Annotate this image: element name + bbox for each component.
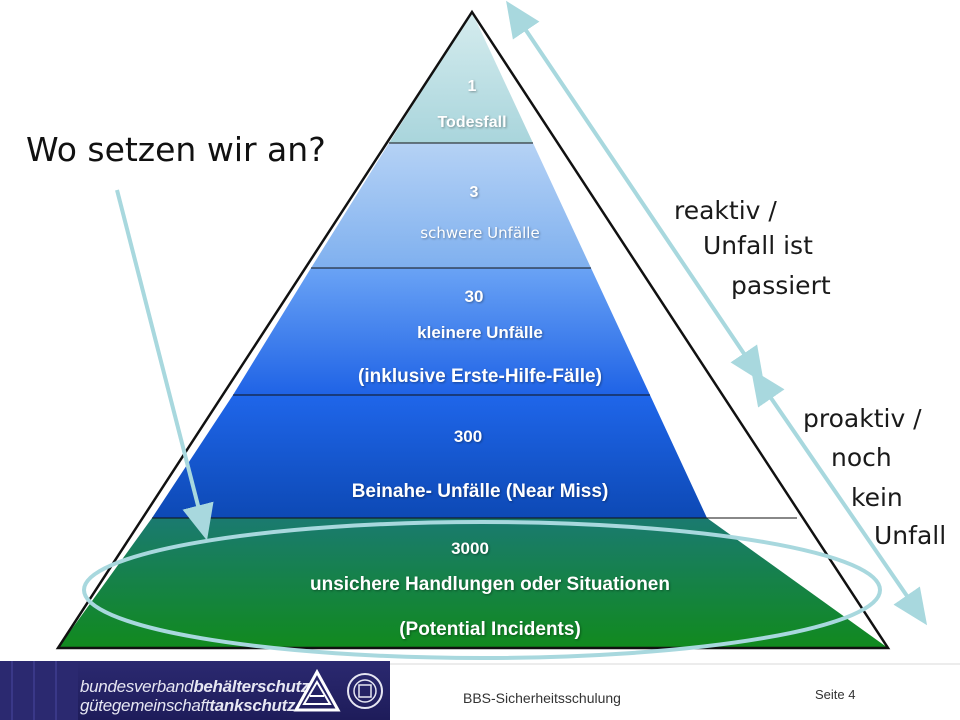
- level-2-label: schwere Unfälle: [420, 224, 540, 242]
- proactive-line-1: proaktiv /: [803, 404, 922, 433]
- question-text: Wo setzen wir an?: [26, 130, 326, 169]
- proactive-double-arrow: [750, 368, 928, 626]
- footer-title: BBS-Sicherheitsschulung: [463, 690, 621, 706]
- logo-line-2: gütegemeinschafttankschutz: [80, 696, 296, 715]
- logo-line-1: bundesverbandbehälterschutz: [80, 677, 310, 696]
- level-3-label: kleinere Unfälle: [417, 323, 543, 342]
- logo-seal-emblem: [347, 673, 383, 709]
- pyramid-level-2: [311, 143, 591, 268]
- logo-triangle-emblem: [293, 668, 341, 712]
- level-3-sublabel: (inklusive Erste-Hilfe-Fälle): [358, 366, 602, 387]
- level-5-count: 3000: [451, 539, 489, 558]
- reactive-line-3: passiert: [731, 271, 831, 300]
- level-5-sublabel: (Potential Incidents): [399, 619, 581, 640]
- reactive-double-arrow: [506, 0, 764, 384]
- proactive-line-4: Unfall: [874, 521, 947, 550]
- logo-left-stripes: [0, 661, 78, 720]
- pyramid-level-5: [58, 518, 888, 648]
- level-2-count: 3: [469, 184, 479, 201]
- level-3-count: 30: [464, 287, 484, 306]
- reactive-line-2: Unfall ist: [703, 231, 813, 260]
- proactive-line-3: kein: [851, 483, 903, 512]
- level-4-label: Beinahe- Unfälle (Near Miss): [351, 481, 609, 502]
- level-4-count: 300: [453, 427, 483, 446]
- proactive-line-2: noch: [831, 443, 892, 472]
- level-1-label: Todesfall: [437, 114, 507, 131]
- pyramid-level-4: [152, 395, 707, 518]
- level-5-label: unsichere Handlungen oder Situationen: [310, 574, 670, 595]
- footer-logo: bundesverbandbehälterschutz gütegemeinsc…: [0, 661, 390, 720]
- pyramid-level-1: [389, 12, 533, 143]
- level-1-count: 1: [467, 78, 477, 95]
- reactive-line-1: reaktiv /: [674, 196, 777, 225]
- pointer-arrow: [115, 189, 214, 541]
- page-number: Seite 4: [815, 687, 856, 702]
